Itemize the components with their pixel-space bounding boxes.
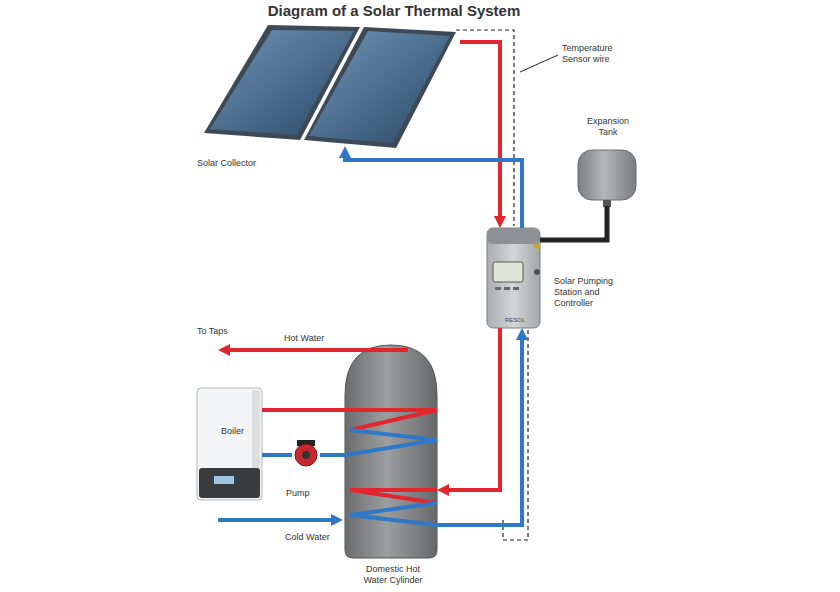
pipe-connector	[345, 156, 522, 228]
boiler: Boiler	[197, 388, 262, 500]
controller-display	[493, 262, 523, 282]
pipe-connector	[540, 206, 607, 240]
pipe-connector	[437, 338, 522, 525]
boiler-display	[214, 476, 234, 484]
node-label: Expansion Tank	[584, 116, 632, 138]
node-label: Domestic Hot Water Cylinder	[353, 564, 433, 586]
pipe-connector	[320, 453, 345, 457]
station-fitting	[534, 269, 540, 275]
pump: Pump	[292, 442, 320, 468]
pipe-connector	[262, 453, 292, 457]
node-label: Solar Collector	[197, 158, 287, 169]
hot-water-cylinder: Domestic Hot Water Cylinder	[345, 345, 437, 555]
solar-coil-cool	[350, 503, 437, 525]
tank-neck	[603, 200, 611, 207]
diagram-title: Diagram of a Solar Thermal System	[244, 2, 544, 20]
taps-label: To Taps	[197, 326, 228, 337]
pipe-connector	[447, 328, 500, 490]
boiler-coil-cool	[345, 430, 437, 455]
solar-collector: Solar Collector	[200, 22, 460, 146]
pipe-connector	[262, 408, 345, 412]
collector-panel-glass	[309, 31, 450, 143]
collector-panel-frame	[304, 27, 456, 148]
cold-water-pipe	[218, 518, 333, 522]
solar-coil-hot	[350, 490, 437, 503]
station-housing	[487, 228, 540, 328]
boiler-side	[252, 390, 260, 468]
station-fitting	[534, 243, 540, 249]
controller-button	[495, 287, 501, 290]
expansion-tank-body	[578, 150, 636, 200]
pipe-label: Cold Water	[285, 532, 330, 543]
node-label: Pump	[286, 488, 326, 499]
boiler-coil-hot	[345, 410, 437, 430]
brand-mark: RESOL	[505, 317, 525, 324]
hot-water-pipe	[228, 348, 408, 352]
controller-button	[504, 287, 510, 290]
leader-line	[520, 55, 558, 72]
expansion-tank: Expansion Tank	[578, 148, 636, 206]
sensor-wire-label: Temperature Sensor wire	[562, 43, 620, 65]
boiler-casing	[197, 388, 262, 500]
pumping-station: Solar Pumping Station and Controller	[487, 228, 540, 328]
controller-button	[513, 287, 519, 290]
pipe-connector	[460, 42, 500, 218]
cylinder-body	[345, 345, 437, 558]
boiler-panel	[199, 468, 260, 498]
node-label: Boiler	[221, 426, 244, 437]
node-label: Solar Pumping Station and Controller	[554, 276, 622, 308]
pump-body	[295, 444, 317, 466]
station-top	[487, 228, 540, 244]
pump-hub	[302, 451, 310, 459]
pipe-label: Hot Water	[284, 333, 324, 344]
